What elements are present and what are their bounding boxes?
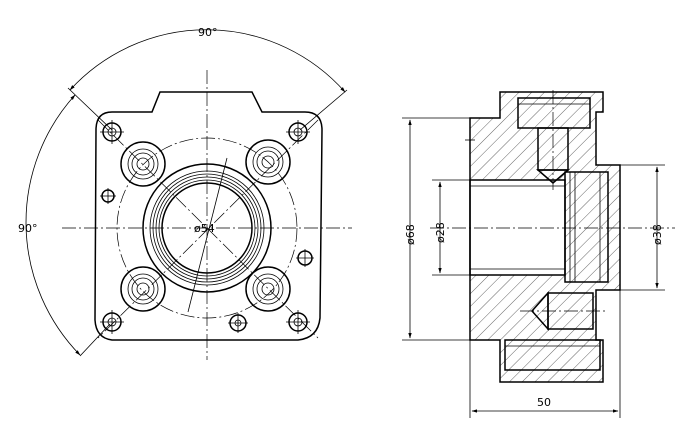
bolt-hole-top-left [120, 141, 166, 187]
bolt-hole-bottom-right [245, 266, 291, 312]
counterbore-diameter-label: ø38 [651, 224, 664, 245]
central-bore [142, 157, 272, 313]
angle-dimension-top [67, 29, 348, 131]
inner-diameter-label: ø28 [434, 222, 447, 243]
angle-dimension-left [25, 94, 111, 357]
dimension-overall-diameter [402, 117, 470, 341]
bolt-hole-bottom-left [120, 266, 166, 312]
section-hatch [470, 92, 620, 382]
length-label: 50 [537, 396, 551, 409]
front-view: 90° 90° ø54 [18, 26, 352, 360]
flange-outline [94, 91, 323, 341]
bore-diameter-label: ø54 [194, 222, 215, 235]
dimension-length [469, 290, 621, 418]
bolt-circle [116, 137, 298, 319]
angle-label-left: 90° [18, 222, 38, 235]
section-view: ø68 ø28 ø38 50 [402, 90, 675, 418]
bottom-port [504, 291, 605, 371]
overall-diameter-label: ø68 [404, 224, 417, 245]
counterbore-thread [564, 171, 609, 283]
dimension-counterbore-diameter [620, 164, 665, 291]
top-port [517, 90, 591, 190]
centerline-diagonal-2 [97, 119, 319, 339]
dimension-inner-diameter [432, 179, 470, 276]
bolt-hole-top-right [245, 139, 291, 185]
angle-label-top: 90° [198, 26, 218, 39]
small-holes [100, 120, 314, 334]
section-bore [469, 179, 566, 276]
